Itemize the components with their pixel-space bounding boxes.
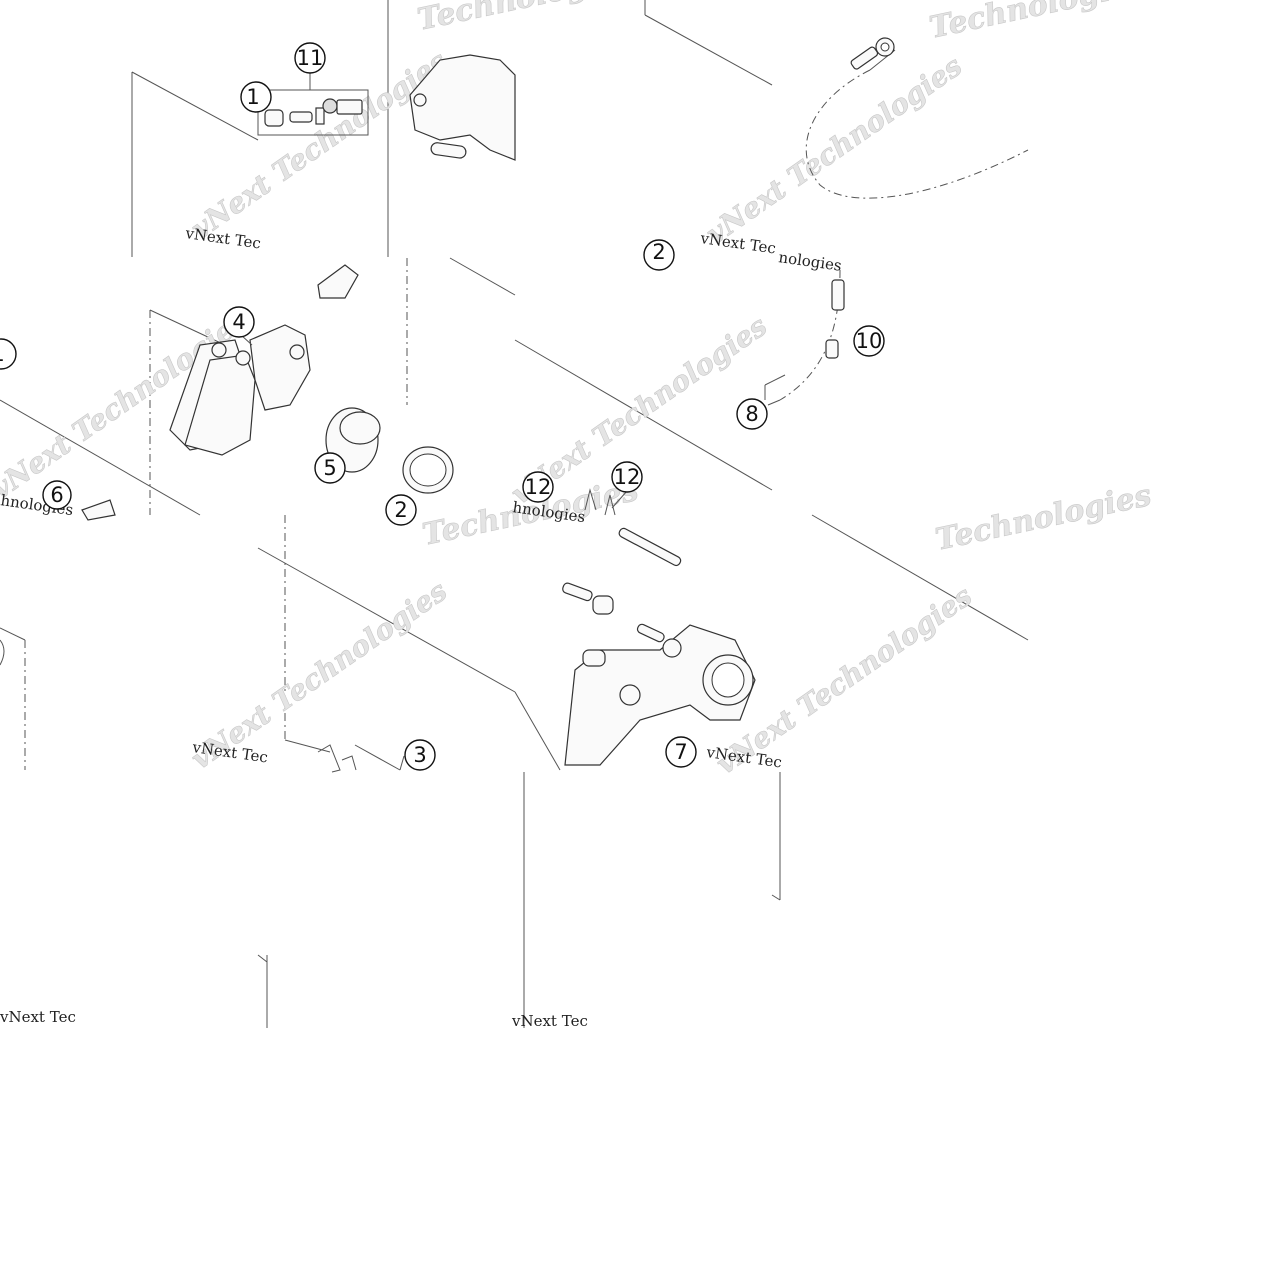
callout-7: 7 — [665, 736, 697, 768]
callout-2-top: 2 — [643, 239, 675, 271]
callout-12b: 12 — [611, 461, 643, 493]
bottom-fragments: vNext Tec vNext Tec — [0, 1008, 588, 1030]
parts — [0, 37, 1029, 773]
brake-hose — [805, 37, 1029, 199]
svg-text:5: 5 — [323, 456, 336, 480]
callout-8: 8 — [736, 398, 768, 430]
svg-text:3: 3 — [413, 743, 426, 767]
watermark-4: Technologies — [932, 478, 1154, 558]
callout-1-top: 1 — [240, 81, 272, 113]
svg-text:2: 2 — [652, 240, 665, 264]
callout-5: 5 — [314, 452, 346, 484]
callout-10: 10 — [853, 325, 885, 357]
svg-text:10: 10 — [856, 329, 883, 353]
callout-6: 6 — [42, 480, 72, 510]
callout-3: 3 — [404, 739, 436, 771]
svg-text:1: 1 — [0, 342, 5, 366]
watermark-5: vNext Technologies — [185, 44, 453, 246]
watermark-6: vNext Technologies — [700, 49, 968, 251]
callout-11: 11 — [294, 42, 326, 74]
svg-text:8: 8 — [745, 402, 758, 426]
watermark-small-8: vNext Tec — [0, 1008, 76, 1026]
watermark-small-7: nologies — [777, 248, 842, 275]
svg-text:1: 1 — [246, 85, 259, 109]
callout-1-left: 1 — [0, 338, 17, 370]
svg-text:12: 12 — [525, 475, 552, 499]
callout-12a: 12 — [522, 471, 554, 503]
watermark-1: Technologies — [414, 0, 636, 38]
callout-4: 4 — [223, 306, 255, 338]
seal-ring — [402, 446, 454, 494]
caliper-top-fragment — [409, 54, 516, 161]
svg-text:12: 12 — [614, 465, 641, 489]
watermark-small-2: vNext Tec — [698, 229, 777, 258]
bracket-fragment — [317, 264, 359, 299]
frame-lines — [0, 0, 1029, 1028]
watermark-small-1: vNext Tec — [183, 224, 262, 253]
left-edge-fragments — [0, 499, 116, 666]
watermark-2: Technologies — [926, 0, 1148, 46]
watermark-small-9: vNext Tec — [511, 1012, 588, 1030]
callout-2-mid: 2 — [385, 494, 417, 526]
clip-spring — [317, 744, 357, 773]
svg-text:11: 11 — [297, 46, 324, 70]
pin-and-clips — [584, 488, 682, 567]
caliper-bracket — [562, 582, 756, 766]
watermarks: Technologies Technologies Technologies T… — [0, 0, 1155, 781]
svg-text:7: 7 — [674, 740, 687, 764]
svg-text:6: 6 — [50, 483, 63, 507]
caliper-with-pads — [169, 324, 311, 456]
brake-hose-lower — [764, 269, 845, 401]
svg-text:2: 2 — [394, 498, 407, 522]
svg-text:4: 4 — [232, 310, 245, 334]
